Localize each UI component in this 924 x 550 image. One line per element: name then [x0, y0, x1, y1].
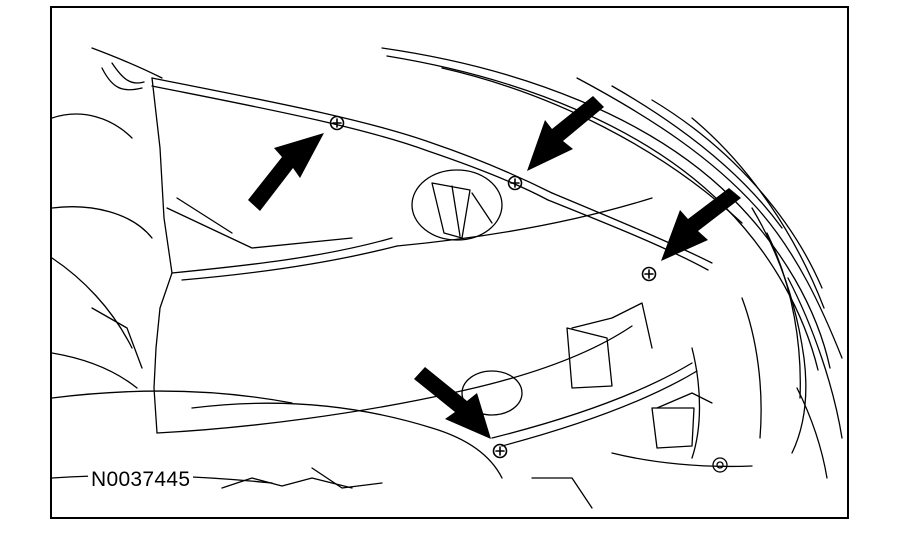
- arrow-upper-left-icon: [248, 133, 324, 211]
- arrow-upper-center-icon: [527, 96, 604, 171]
- fastener-bolts: [329, 115, 657, 459]
- callout-arrows: [248, 96, 741, 439]
- lower-bracket: [461, 302, 753, 509]
- bolt-lower: [492, 443, 508, 459]
- arrow-right-icon: [661, 188, 741, 261]
- left-structure: [52, 47, 503, 489]
- figure-id-label: N0037445: [88, 468, 194, 492]
- bolt-right: [641, 266, 657, 282]
- bolt-upper-left: [329, 115, 345, 131]
- illustration-frame: N0037445: [50, 6, 849, 519]
- arrow-lower-icon: [414, 367, 491, 439]
- panel-line-drawing: [52, 47, 843, 509]
- fender-arcs: [381, 47, 843, 479]
- panel-opening: [411, 169, 503, 241]
- bolt-upper-center: [507, 175, 523, 191]
